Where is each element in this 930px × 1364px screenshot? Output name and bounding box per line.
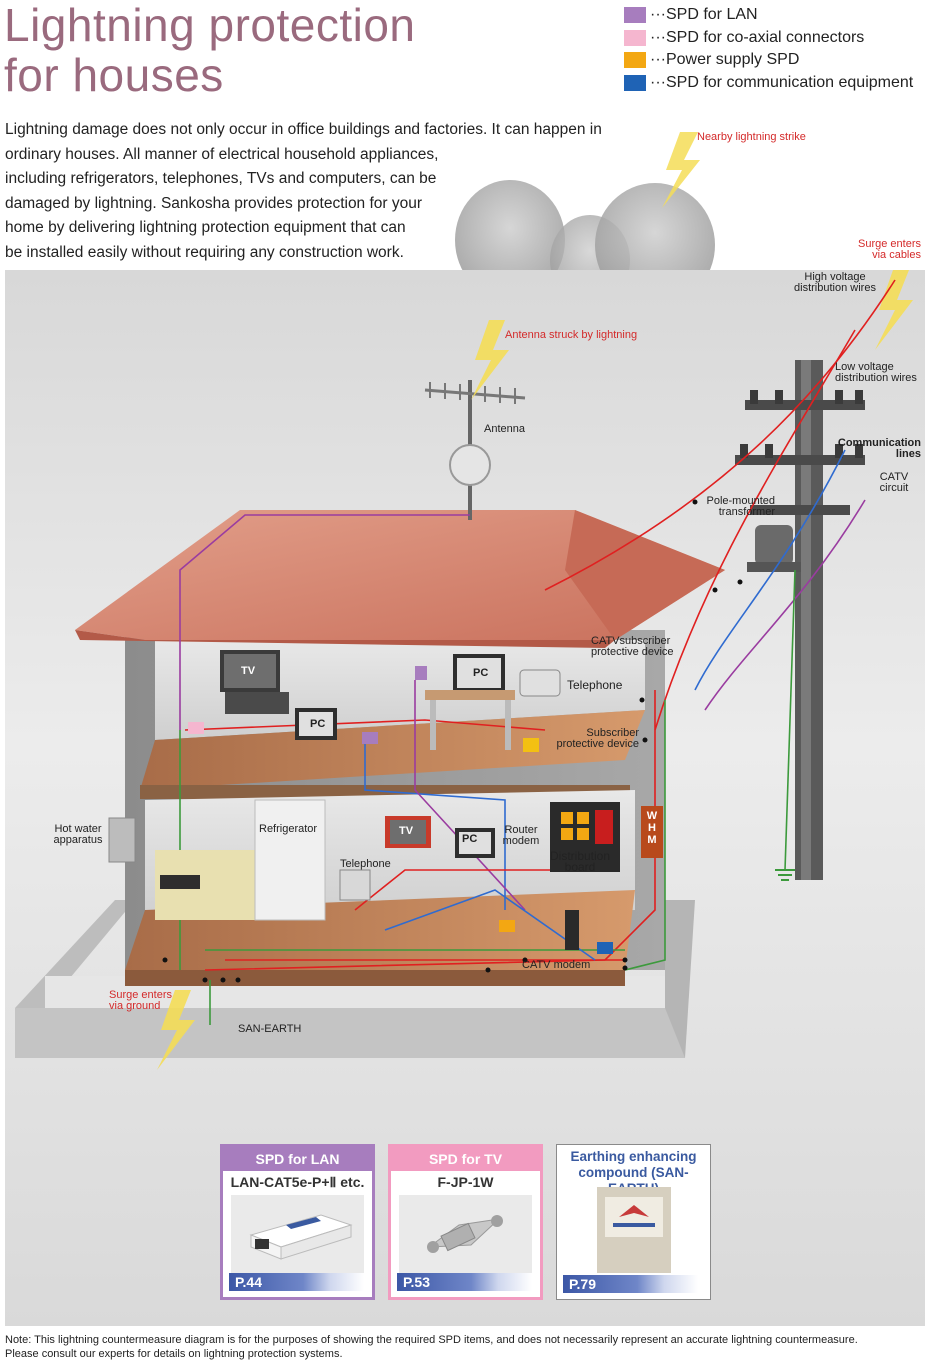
high-voltage-line-1: High voltage bbox=[804, 271, 866, 283]
card-page-tv[interactable]: P.53 bbox=[397, 1273, 532, 1291]
catv-circuit-line-2: circuit bbox=[879, 482, 909, 494]
surge-ground-line-2: via ground bbox=[109, 1000, 161, 1012]
legend-item-power: ···Power supply SPD bbox=[624, 49, 928, 72]
communication-lines-label: Communication lines bbox=[821, 438, 921, 460]
house-scene: Nearby lightning strike Surge enters via… bbox=[5, 132, 925, 1326]
page-title: Lightning protection for houses bbox=[4, 0, 416, 100]
card-head-san-earth-line-1: Earthing enhancing bbox=[570, 1149, 697, 1164]
pc-upper-mid-label: PC bbox=[310, 718, 326, 730]
catv-circuit-label: CATV circuit bbox=[869, 472, 919, 494]
surge-cables-line-1: Surge enters bbox=[858, 238, 921, 250]
card-head-tv: SPD for TV bbox=[391, 1147, 540, 1171]
legend-swatch-communication bbox=[624, 74, 646, 91]
low-voltage-line-2: distribution wires bbox=[835, 372, 917, 384]
card-model-lan: LAN-CAT5e-P+Ⅱ etc. bbox=[230, 1174, 365, 1190]
subscriber-protective-line-2: protective device bbox=[556, 738, 639, 750]
high-voltage-label: High voltage distribution wires bbox=[785, 272, 885, 294]
pole-transformer-line-1: Pole-mounted bbox=[706, 495, 776, 507]
communication-lines-line-2: lines bbox=[895, 448, 921, 460]
whm-label: W H M bbox=[645, 810, 659, 846]
legend-swatch-lan bbox=[624, 7, 646, 24]
whm-m: M bbox=[647, 834, 657, 846]
title-line-1: Lightning protection bbox=[4, 0, 416, 51]
legend-swatch-power bbox=[624, 52, 646, 69]
whm-h: H bbox=[648, 822, 656, 834]
card-page-lan[interactable]: P.44 bbox=[229, 1273, 364, 1291]
antenna-label: Antenna bbox=[484, 423, 525, 435]
telephone-lower-label: Telephone bbox=[340, 858, 391, 870]
subscriber-protective-line-1: Subscriber bbox=[586, 727, 639, 739]
low-voltage-label: Low voltage distribution wires bbox=[835, 362, 917, 384]
tv-upper-label: TV bbox=[241, 665, 256, 677]
product-card-san-earth[interactable]: Earthing enhancing compound (SAN-EARTH) … bbox=[556, 1144, 711, 1300]
intro-line: be installed easily without requiring an… bbox=[5, 243, 404, 261]
legend-label: ···SPD for communication equipment bbox=[650, 73, 914, 91]
catv-protective-device-label: CATVsubscriber protective device bbox=[591, 636, 674, 658]
card-head-lan: SPD for LAN bbox=[223, 1147, 372, 1171]
card-model-tv: F-JP-1W bbox=[437, 1174, 494, 1190]
distribution-line-2: board bbox=[564, 860, 596, 874]
nearby-lightning-bolt-icon bbox=[662, 132, 700, 208]
footnote-line: Note: This lightning countermeasure diag… bbox=[5, 1334, 858, 1346]
footnote: Note: This lightning countermeasure diag… bbox=[5, 1333, 925, 1361]
intro-line: ordinary houses. All manner of electrica… bbox=[5, 145, 439, 163]
product-card-tv[interactable]: SPD for TV F-JP-1W P.53 bbox=[388, 1144, 543, 1300]
antenna-struck-label: Antenna struck by lightning bbox=[505, 329, 638, 341]
subscriber-protective-device-label: Subscriber protective device bbox=[545, 728, 639, 750]
legend-label: ···Power supply SPD bbox=[650, 51, 800, 69]
pole-transformer-line-2: transformer bbox=[718, 506, 775, 518]
catv-circuit-line-1: CATV bbox=[879, 471, 909, 483]
surge-cables-label: Surge enters via cables bbox=[825, 239, 921, 261]
intro-paragraph: Lightning damage does not only occur in … bbox=[5, 118, 655, 266]
catv-modem-label: CATV modem bbox=[522, 959, 591, 971]
pole-transformer-label: Pole-mounted transformer bbox=[675, 495, 776, 518]
product-card-lan[interactable]: SPD for LAN LAN-CAT5e-P+Ⅱ etc. P.44 bbox=[220, 1144, 375, 1300]
legend-label: ···SPD for co-axial connectors bbox=[650, 28, 865, 46]
product-image-san-earth-bag bbox=[597, 1187, 671, 1273]
title-line-2: for houses bbox=[4, 49, 224, 101]
hot-water-label: Hot water apparatus bbox=[45, 824, 111, 846]
low-voltage-line-1: Low voltage bbox=[835, 361, 894, 373]
router-modem-label: Router modem bbox=[497, 825, 545, 847]
legend: ···SPD for LAN ···SPD for co-axial conne… bbox=[624, 4, 928, 94]
distribution-board-label: Distribution board bbox=[547, 849, 613, 874]
distribution-line-1: Distribution bbox=[549, 849, 611, 863]
san-earth-label: SAN-EARTH bbox=[238, 1023, 302, 1035]
whm-w: W bbox=[646, 810, 658, 822]
pc-lower-label: PC bbox=[462, 833, 478, 845]
catv-protective-line-1: CATVsubscriber bbox=[591, 635, 671, 647]
tv-lower-label: TV bbox=[399, 825, 414, 837]
legend-item-lan: ···SPD for LAN bbox=[624, 4, 928, 27]
hot-water-line-2: apparatus bbox=[53, 834, 103, 846]
router-line-1: Router bbox=[504, 824, 538, 836]
product-image-tv-spd bbox=[399, 1195, 532, 1273]
intro-line: including refrigerators, telephones, TVs… bbox=[5, 170, 437, 188]
intro-line: Lightning damage does not only occur in … bbox=[5, 121, 602, 138]
surge-ground-line-1: Surge enters bbox=[109, 989, 172, 1001]
footnote-line: Please consult our experts for details o… bbox=[5, 1348, 343, 1360]
nearby-strike-label: Nearby lightning strike bbox=[697, 131, 806, 143]
communication-lines-line-1: Communication bbox=[837, 437, 921, 449]
router-line-2: modem bbox=[502, 835, 540, 847]
pc-upper-right-label: PC bbox=[473, 667, 489, 679]
surge-cables-line-2: via cables bbox=[872, 249, 921, 261]
hot-water-line-1: Hot water bbox=[54, 823, 102, 835]
surge-ground-label: Surge enters via ground bbox=[109, 990, 172, 1012]
intro-line: damaged by lightning. Sankosha provides … bbox=[5, 194, 423, 212]
product-image-lan-spd bbox=[231, 1195, 364, 1273]
legend-item-communication: ···SPD for communication equipment bbox=[624, 72, 928, 95]
telephone-upper-label: Telephone bbox=[567, 678, 623, 692]
intro-line: home by delivering lightning protection … bbox=[5, 219, 406, 237]
refrigerator-label: Refrigerator bbox=[259, 823, 318, 835]
catv-protective-line-2: protective device bbox=[591, 646, 674, 658]
legend-swatch-coaxial bbox=[624, 29, 646, 46]
house-diagram bbox=[5, 270, 925, 1326]
high-voltage-line-2: distribution wires bbox=[794, 282, 876, 294]
card-page-san-earth[interactable]: P.79 bbox=[563, 1275, 698, 1293]
legend-label: ···SPD for LAN bbox=[650, 6, 758, 24]
legend-item-coaxial: ···SPD for co-axial connectors bbox=[624, 27, 928, 50]
